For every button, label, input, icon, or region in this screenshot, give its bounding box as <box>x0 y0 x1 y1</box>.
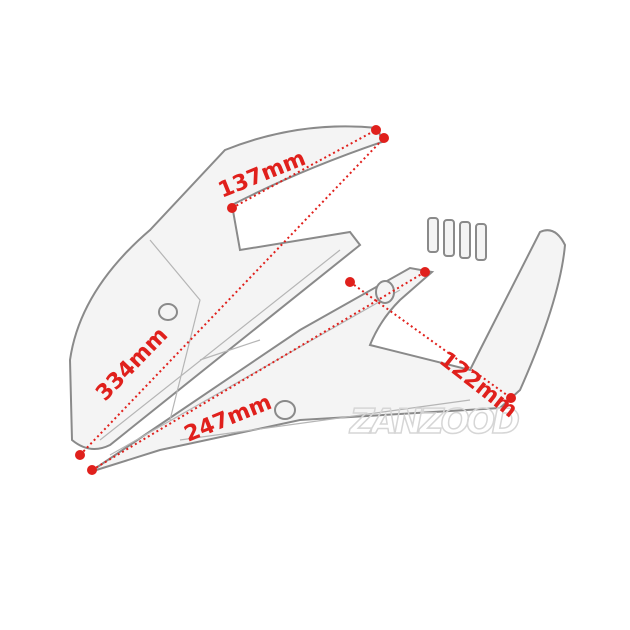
watermark-logo: ZANZOOD <box>349 402 520 442</box>
dimension-endpoint <box>420 267 430 277</box>
dimension-line-334mm <box>79 137 385 456</box>
dimension-line-137mm <box>231 129 377 209</box>
fairing-inner-line <box>149 239 261 421</box>
bolt-hole <box>375 280 395 304</box>
dimension-endpoint <box>75 450 85 460</box>
fairing-inner-line <box>99 249 471 456</box>
dimension-line-122mm <box>349 281 512 399</box>
dimension-endpoint <box>227 203 237 213</box>
dimension-endpoint <box>379 133 389 143</box>
dimension-endpoint <box>371 125 381 135</box>
dimension-endpoint <box>87 465 97 475</box>
bolt-hole <box>158 303 178 321</box>
fairing-lower-wing <box>89 229 567 473</box>
bolt-set <box>427 217 487 261</box>
dimension-endpoint <box>506 393 516 403</box>
bolt-hole <box>274 400 296 420</box>
dimension-endpoint <box>345 277 355 287</box>
